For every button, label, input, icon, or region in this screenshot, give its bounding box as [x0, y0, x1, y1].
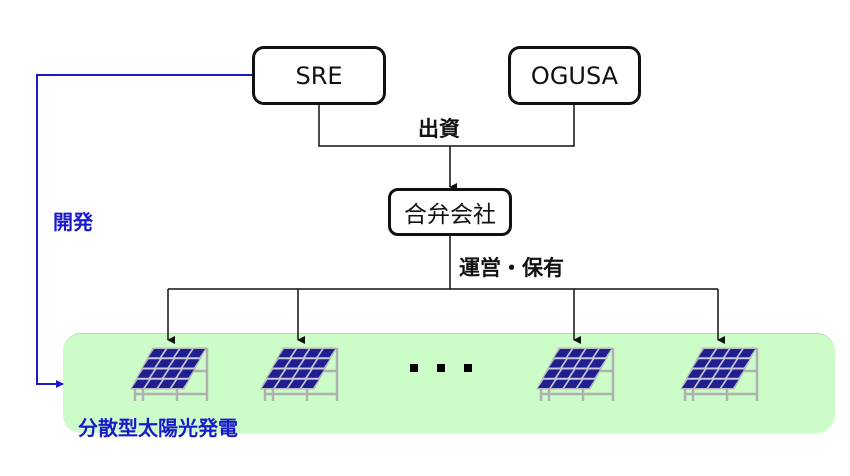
development-line [36, 74, 252, 388]
ellipsis-more-plants [410, 364, 472, 372]
sre-investment-line [318, 105, 575, 147]
solar-panel-icon [673, 345, 763, 405]
solar-panel-icon [123, 345, 213, 405]
operation-ownership-label: 運営・保有 [459, 256, 564, 280]
ellipsis-dot [464, 364, 472, 372]
distributed-solar-label: 分散型太陽光発電 [78, 416, 238, 440]
development-label: 開発 [53, 210, 93, 234]
ellipsis-dot [410, 364, 418, 372]
solar-panel-icon [253, 345, 343, 405]
ellipsis-dot [437, 364, 445, 372]
joint-venture-node: 合弁会社 [388, 188, 512, 236]
investment-label: 出資 [418, 117, 460, 141]
joint-venture-label: 合弁会社 [404, 202, 496, 228]
ogusa-label: OGUSA [530, 61, 619, 90]
sre-label: SRE [295, 61, 343, 90]
sre-node: SRE [252, 46, 386, 105]
ogusa-node: OGUSA [508, 46, 641, 105]
solar-panel-icon [529, 345, 619, 405]
